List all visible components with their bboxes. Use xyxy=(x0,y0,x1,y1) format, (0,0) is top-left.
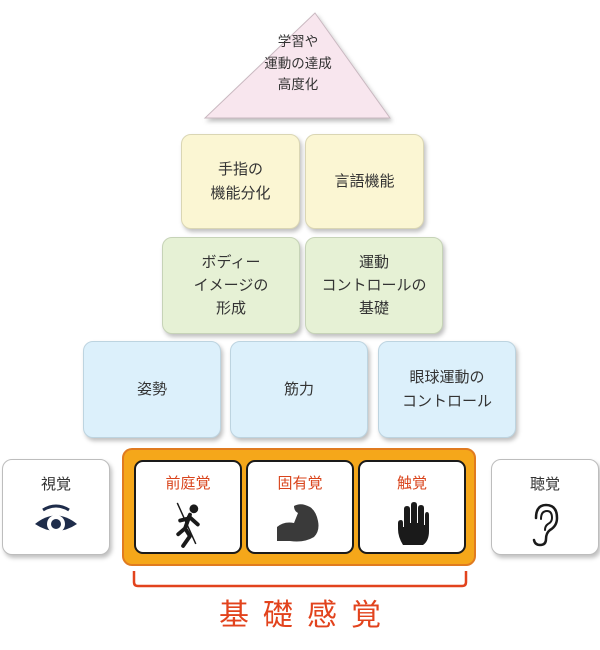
flexed-arm-icon xyxy=(277,504,319,542)
swing-person-icon xyxy=(176,502,200,549)
apex-text: 学習や 運動の達成 高度化 xyxy=(264,34,332,94)
vestibular-label: 前庭覚 xyxy=(165,474,211,492)
touch-label: 触覚 xyxy=(396,474,427,492)
vision-label: 視覚 xyxy=(40,475,71,493)
vision-box: 視覚 xyxy=(2,459,110,555)
eye-movement-box: 眼球運動の コントロール xyxy=(378,341,516,438)
muscle-strength-box: 筋力 xyxy=(230,341,368,438)
basic-senses-title: 基礎感覚 xyxy=(219,598,395,633)
touch-box: 触覚 xyxy=(358,460,466,554)
fine-motor-box: 手指の 機能分化 xyxy=(181,134,300,229)
vestibular-box: 前庭覚 xyxy=(134,460,242,554)
eye-icon xyxy=(35,504,77,534)
posture-box: 姿勢 xyxy=(83,341,221,438)
basic-senses-bracket xyxy=(132,571,468,588)
hand-icon xyxy=(398,502,429,546)
ear-icon xyxy=(532,503,559,547)
motor-control-box: 運動 コントロールの 基礎 xyxy=(305,237,443,334)
apex-triangle xyxy=(203,12,391,119)
body-image-box: ボディー イメージの 形成 xyxy=(162,237,300,334)
proprioception-label: 固有覚 xyxy=(277,474,323,492)
language-box: 言語機能 xyxy=(305,134,424,229)
proprioception-box: 固有覚 xyxy=(246,460,354,554)
hearing-label: 聴覚 xyxy=(529,475,560,493)
hearing-box: 聴覚 xyxy=(491,459,599,555)
